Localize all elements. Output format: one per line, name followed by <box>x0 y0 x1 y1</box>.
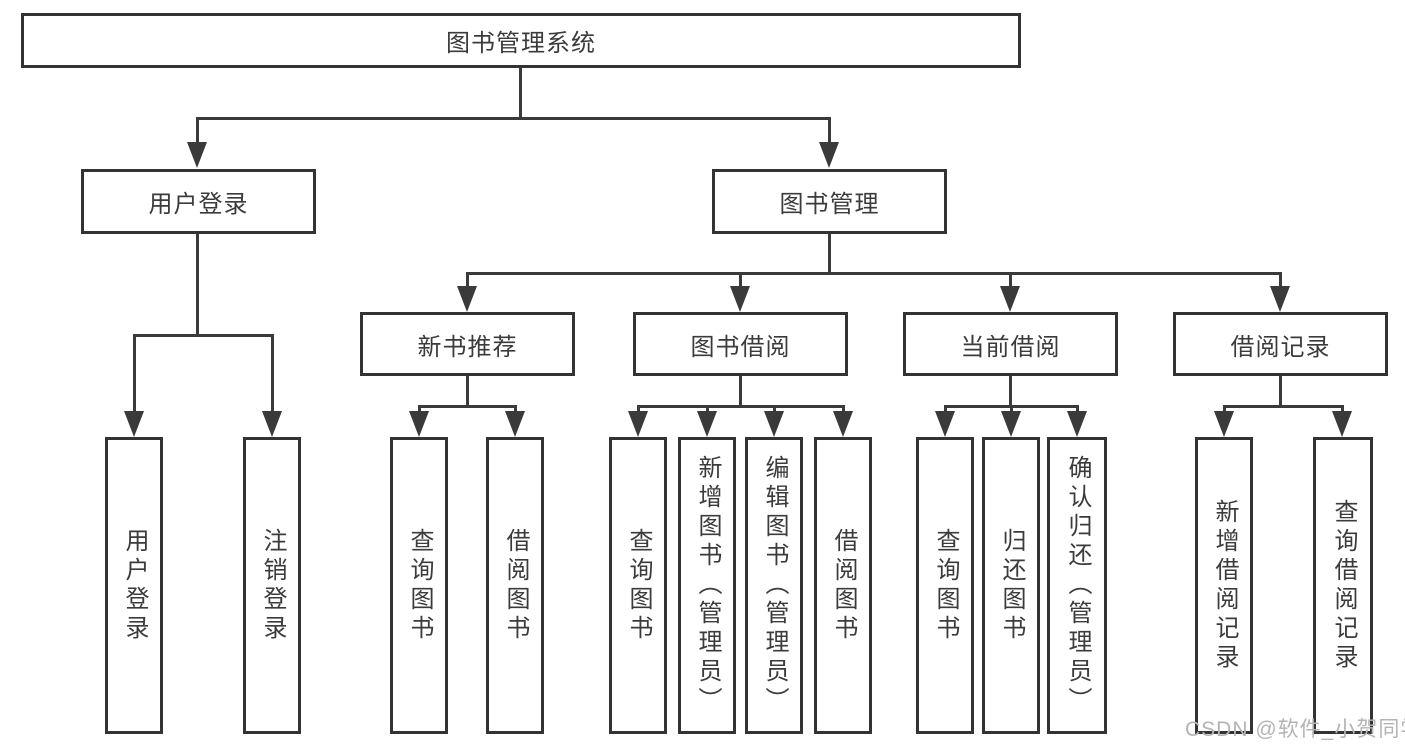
connector-line <box>1076 405 1079 415</box>
leaf-current-confirm-return-admin: 确认归还（管理员） <box>1047 437 1107 734</box>
node-borrowing-records: 借阅记录 <box>1173 312 1388 376</box>
leaf-current-return-books: 归还图书 <box>982 437 1040 734</box>
connector-line <box>466 376 469 408</box>
arrowhead-icon <box>124 411 144 437</box>
connector-line <box>842 405 845 415</box>
node-label: 借阅记录 <box>1230 333 1331 361</box>
node-user-login: 用户登录 <box>81 169 316 234</box>
node-label: 确认归还（管理员） <box>1064 455 1091 716</box>
connector-line <box>828 117 831 145</box>
connector-line <box>739 376 742 408</box>
arrowhead-icon <box>505 411 525 437</box>
arrowhead-icon <box>1067 411 1087 437</box>
node-label: 新书推荐 <box>417 333 518 361</box>
leaf-logout: 注销登录 <box>243 437 301 734</box>
node-label: 归还图书 <box>998 527 1025 644</box>
leaf-borrow-edit-books-admin: 编辑图书（管理员） <box>745 437 803 734</box>
node-label: 当前借阅 <box>960 333 1061 361</box>
node-label: 用户登录 <box>121 527 148 644</box>
connector-line <box>1223 405 1344 408</box>
connector-line <box>133 334 274 337</box>
leaf-borrow-query-books: 查询图书 <box>609 437 667 734</box>
arrowhead-icon <box>764 411 784 437</box>
connector-line <box>637 405 845 408</box>
node-label: 图书管理 <box>779 191 880 218</box>
connector-line <box>1223 405 1226 415</box>
connector-line <box>1010 405 1013 415</box>
arrowhead-icon <box>457 286 477 312</box>
arrowhead-icon <box>1332 411 1352 437</box>
node-library-management-system: 图书管理系统 <box>21 13 1021 68</box>
leaf-recommend-borrow-books: 借阅图书 <box>486 437 544 734</box>
node-label: 新增借阅记录 <box>1211 498 1238 673</box>
connector-line <box>466 272 469 288</box>
connector-line <box>1341 405 1344 415</box>
connector-line <box>1279 272 1282 288</box>
leaf-records-add-record: 新增借阅记录 <box>1195 437 1253 734</box>
arrowhead-icon <box>1001 411 1021 437</box>
node-label: 新增图书（管理员） <box>694 455 721 716</box>
node-label: 图书管理系统 <box>446 30 596 57</box>
arrowhead-icon <box>730 286 750 312</box>
arrowhead-icon <box>187 142 207 168</box>
connector-line <box>1009 272 1012 288</box>
node-new-book-recommendation: 新书推荐 <box>360 312 575 376</box>
arrowhead-icon <box>262 411 282 437</box>
connector-line <box>514 405 517 415</box>
connector-line <box>418 405 517 408</box>
arrowhead-icon <box>1214 411 1234 437</box>
connector-line <box>271 334 274 413</box>
arrowhead-icon <box>935 411 955 437</box>
connector-line <box>418 405 421 415</box>
arrowhead-icon <box>628 411 648 437</box>
node-current-borrowing: 当前借阅 <box>903 312 1118 376</box>
node-label: 用户登录 <box>148 191 249 218</box>
connector-line <box>133 334 136 413</box>
node-label: 图书借阅 <box>690 333 791 361</box>
leaf-borrow-borrow-books: 借阅图书 <box>814 437 872 734</box>
connector-line <box>773 405 776 415</box>
connector-line <box>1009 376 1012 408</box>
leaf-user-login: 用户登录 <box>105 437 163 734</box>
connector-line <box>196 117 831 120</box>
connector-line <box>739 272 742 288</box>
connector-line <box>944 405 947 415</box>
connector-line <box>466 272 1282 275</box>
node-label: 查询图书 <box>625 527 652 644</box>
connector-line <box>637 405 640 415</box>
connector-line <box>1279 376 1282 408</box>
arrowhead-icon <box>697 411 717 437</box>
node-label: 查询借阅记录 <box>1330 498 1357 673</box>
connector-line <box>706 405 709 415</box>
node-label: 编辑图书（管理员） <box>761 455 788 716</box>
node-label: 查询图书 <box>932 527 959 644</box>
leaf-records-query-record: 查询借阅记录 <box>1313 437 1373 734</box>
connector-line <box>828 234 831 275</box>
leaf-recommend-query-books: 查询图书 <box>390 437 448 734</box>
csdn-watermark: CSDN @软件_小贺同学 <box>1185 718 1405 741</box>
arrowhead-icon <box>833 411 853 437</box>
arrowhead-icon <box>819 142 839 168</box>
node-book-borrowing: 图书借阅 <box>633 312 848 376</box>
leaf-borrow-add-books-admin: 新增图书（管理员） <box>678 437 736 734</box>
node-label: 注销登录 <box>259 527 286 644</box>
leaf-current-query-books: 查询图书 <box>916 437 974 734</box>
node-label: 借阅图书 <box>830 527 857 644</box>
connector-line <box>196 117 199 145</box>
arrowhead-icon <box>1000 286 1020 312</box>
node-label: 查询图书 <box>406 527 433 644</box>
node-label: 借阅图书 <box>502 527 529 644</box>
connector-line <box>196 234 199 337</box>
connector-line <box>519 68 522 119</box>
arrowhead-icon <box>1270 286 1290 312</box>
arrowhead-icon <box>409 411 429 437</box>
node-book-management: 图书管理 <box>712 169 947 234</box>
